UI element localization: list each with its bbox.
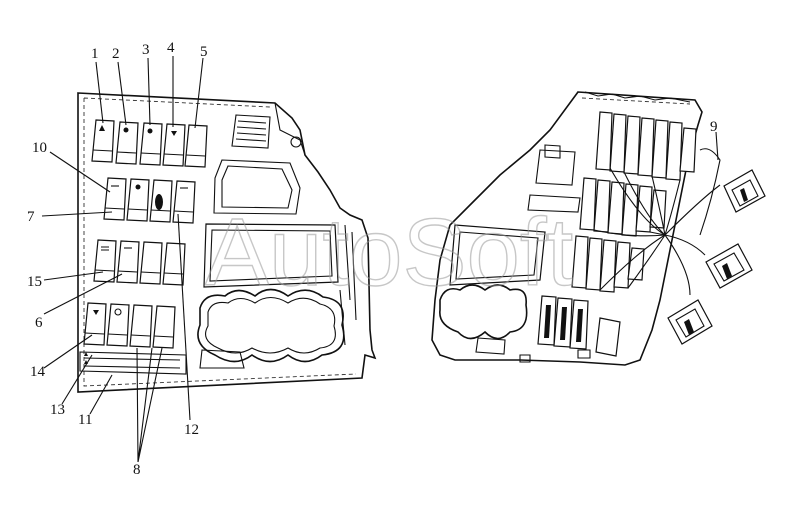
callout-15: 15: [27, 274, 42, 290]
switch-center: [149, 179, 173, 223]
switch-1: [91, 119, 115, 163]
switch-4: [162, 123, 186, 167]
switch-row4-b: [106, 303, 130, 347]
switch-5: [184, 124, 208, 168]
switch-row-3: [93, 239, 186, 286]
callout-12: 12: [184, 422, 199, 438]
panel-rear-view: [431, 91, 766, 366]
callout-5: 5: [200, 44, 208, 60]
leader-lines: [41, 56, 719, 463]
rear-connectors-row-4: [537, 295, 621, 357]
wire-harness: [593, 148, 721, 296]
switch-15: [93, 239, 117, 283]
vent-grille: [231, 114, 271, 149]
switch-2: [115, 121, 139, 165]
callout-14: 14: [30, 364, 46, 380]
switch-12: [172, 180, 196, 224]
callout-9: 9: [710, 119, 718, 135]
callout-8: 8: [133, 462, 141, 478]
switch-7: [126, 178, 150, 222]
rear-connectors-row-2: [579, 177, 667, 237]
callout-13: 13: [50, 402, 65, 418]
callout-6: 6: [35, 315, 43, 331]
external-connector-middle: [705, 243, 753, 289]
panel-front-view: [77, 92, 377, 393]
switch-8a: [129, 304, 153, 348]
callout-7: 7: [27, 209, 35, 225]
external-connector-top: [723, 169, 766, 213]
warning-label: [79, 351, 187, 375]
switch-8b: [152, 305, 176, 349]
callout-labels: 1 2 3 4 5 10 7 15 6 14 13 11 8 12 9: [27, 40, 718, 478]
switch-6: [116, 240, 140, 284]
switch-10: [103, 177, 127, 221]
callout-11: 11: [78, 412, 92, 428]
watermark: AutoSoft: [205, 199, 573, 306]
panel-front-outline: [77, 92, 377, 393]
switch-3: [139, 122, 163, 166]
external-connector-bottom: [667, 299, 713, 345]
switch-14: [83, 302, 107, 346]
switch-row-1: [91, 119, 208, 168]
switch-row3-c: [139, 241, 163, 285]
rear-connectors-row-3: [571, 235, 645, 293]
switch-row-2: [103, 177, 196, 224]
callout-10: 10: [32, 140, 47, 156]
switch-row-4: [83, 302, 176, 349]
callout-2: 2: [112, 46, 120, 62]
callout-3: 3: [142, 42, 150, 58]
callout-4: 4: [167, 40, 175, 56]
callout-1: 1: [91, 46, 99, 62]
switch-row3-d: [162, 242, 186, 286]
